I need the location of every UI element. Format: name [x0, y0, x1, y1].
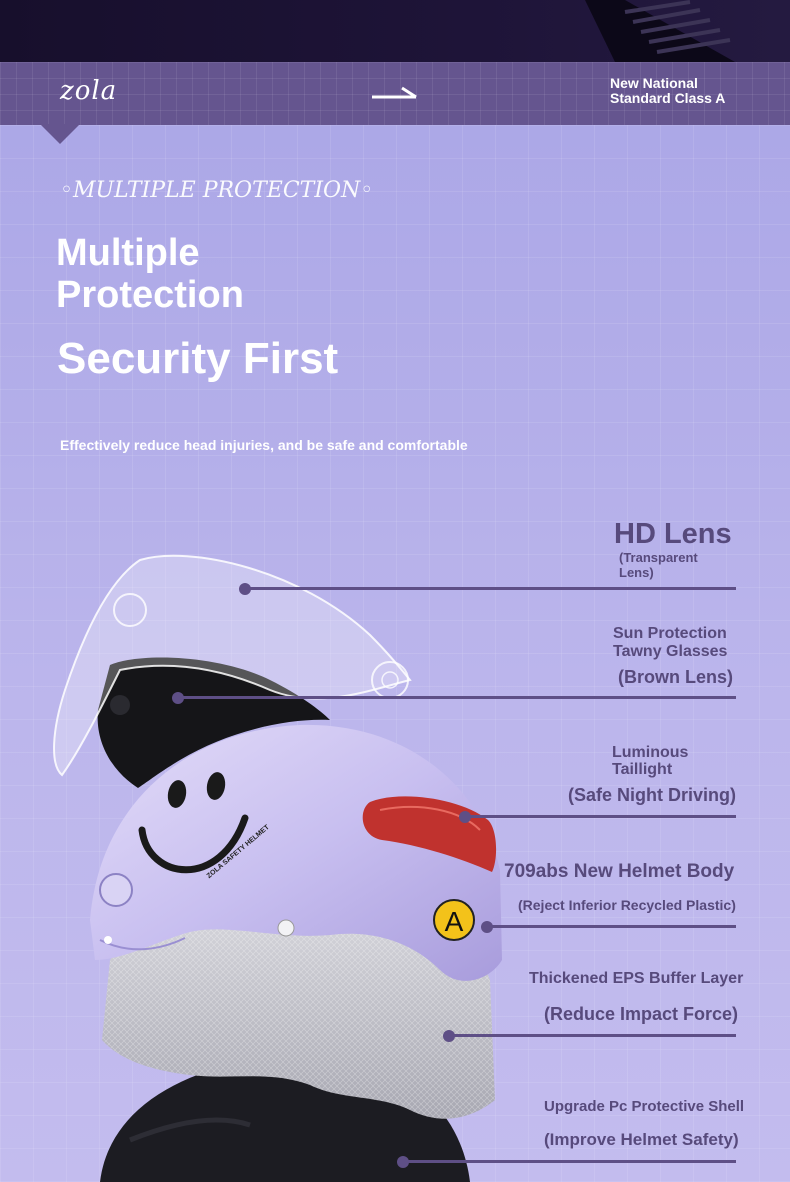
standard-line1: New National — [610, 75, 698, 91]
callout-sub-hd-lens-1: (Transparent — [619, 550, 698, 565]
callout-title-brown-lens: Sun Protection Tawny Glasses — [613, 625, 727, 661]
callout-brown-line1: Sun Protection — [613, 625, 727, 642]
header-notch — [40, 124, 80, 144]
callout-title-taillight: Luminous Taillight — [612, 744, 688, 778]
callout-line-brown-lens — [178, 696, 736, 699]
arrow-right-icon — [372, 86, 417, 99]
header-band — [0, 62, 790, 125]
headline: Multiple Protection — [56, 232, 356, 316]
callout-title-pc-shell: Upgrade Pc Protective Shell — [544, 1098, 745, 1115]
callout-title-helmet-body: 709abs New Helmet Body — [504, 861, 735, 882]
callout-title-eps: Thickened EPS Buffer Layer — [529, 970, 744, 987]
callout-title-hd-lens: HD Lens — [614, 518, 732, 550]
callout-line-eps — [449, 1034, 736, 1037]
callout-brown-line2: Tawny Glasses — [613, 643, 728, 660]
callout-line-hd-lens — [245, 587, 736, 590]
brand-logo: zola — [60, 76, 118, 106]
hero-subtitle: Effectively reduce head injuries, and be… — [60, 437, 468, 453]
callout-sub-hd-lens-2: Lens) — [619, 565, 654, 580]
callout-taillight-line2: Taillight — [612, 761, 673, 778]
class-a-badge: A — [445, 906, 464, 937]
callout-line-taillight — [465, 815, 736, 818]
callout-sub-brown-lens: (Brown Lens) — [618, 667, 733, 687]
callout-line-pc-shell — [403, 1160, 736, 1163]
helmet-exploded-illustration: ZOLA SAFETY HELMET A — [53, 554, 502, 1182]
callout-sub-hd-lens: (Transparent Lens) — [619, 550, 698, 580]
standard-label: New National Standard Class A — [610, 76, 770, 106]
callout-sub-helmet-body: (Reject Inferior Recycled Plastic) — [518, 897, 736, 913]
headline-line2: Protection — [56, 274, 244, 316]
callout-line-helmet-body — [487, 925, 736, 928]
section-eyebrow: ◦MULTIPLE PROTECTION◦ — [60, 178, 374, 203]
callout-taillight-line1: Luminous — [612, 744, 689, 761]
handle-decoration — [585, 0, 735, 62]
headline-secondary: Security First — [57, 334, 339, 383]
callout-sub-eps: (Reduce Impact Force) — [544, 1004, 739, 1024]
callout-sub-pc-shell: (Improve Helmet Safety) — [544, 1130, 739, 1149]
callout-sub-taillight: (Safe Night Driving) — [568, 785, 737, 805]
standard-line2: Standard Class A — [610, 90, 726, 106]
headline-line1: Multiple — [56, 232, 200, 274]
eps-buffer-layer — [102, 907, 495, 1119]
hd-clear-lens — [53, 554, 412, 777]
